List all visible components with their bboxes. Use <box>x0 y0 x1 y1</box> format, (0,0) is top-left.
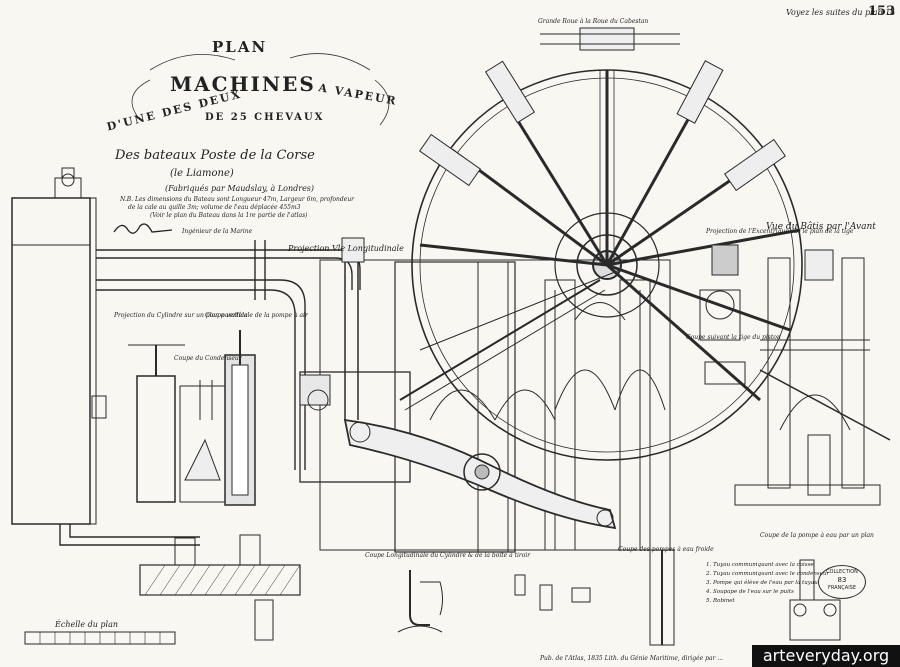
maker: (Fabriqués par Maudslay, à Londres) <box>165 184 315 193</box>
stamp-line: FRANÇAISE <box>827 585 857 591</box>
title-25-chevaux: DE 25 CHEVAUX <box>205 112 325 123</box>
legend-item: 2. Tuyau communiquant avec le condenseur <box>706 571 830 577</box>
imprint: Pub. de l'Atlas, 1835 Lith. du Génie Mar… <box>540 655 724 662</box>
stamp-line: 83 <box>837 576 847 584</box>
site-watermark: arteveryday.org <box>752 645 900 667</box>
subtitle: Des bateaux Poste de la Corse <box>115 148 315 163</box>
label-coupe-pompes-bas: Coupe des pompes à eau froide <box>618 546 714 553</box>
legend-item: 5. Robinet <box>706 598 735 604</box>
stamp-line: COLLECTION <box>826 569 858 575</box>
note-3: (Voir le plan du Bateau dans la 1re part… <box>150 212 308 219</box>
signature-mark <box>113 223 173 234</box>
legend-item: 3. Pompe qui élève de l'eau par la tuyau <box>706 580 818 586</box>
label-coupe-long: Coupe Longitudinale du Cylindre & de la … <box>365 552 531 559</box>
label-projection-excentrique: Projection de l'Excentrique sur le plan … <box>706 228 854 235</box>
label-projection-pompe: Projection du Cylindre sur un plan paral… <box>114 312 248 319</box>
collection-stamp: COLLECTION 83 FRANÇAISE <box>818 565 866 599</box>
bottom-left-hatched <box>24 534 301 645</box>
top-note: Voyez les suites du plan 14 <box>786 8 896 17</box>
engine-frame <box>299 259 671 553</box>
legend-item: 1. Tuyau communiquant avec la caisse <box>706 562 814 568</box>
label-coupe-piston: Coupe suivant la tige du piston <box>686 334 781 341</box>
paddle-wheel <box>411 27 803 461</box>
label-top-wheel: Grande Roue à la Roue du Cabestan <box>538 18 649 25</box>
ship-name: (le Liamone) <box>170 168 234 179</box>
signature-caption: Ingénieur de la Marine <box>182 228 253 235</box>
label-coupe-pompe: Coupe verticale de la pompe à air <box>205 312 308 319</box>
title-plan: PLAN <box>212 38 268 56</box>
label-coupe-condenseur: Coupe du Condenseur <box>174 355 242 362</box>
cylinder-section <box>397 570 591 633</box>
label-coupe-droite: Coupe de la pompe à eau par un plan <box>760 532 874 539</box>
side-lever <box>341 237 621 530</box>
legend: 1. Tuyau communiquant avec la caisse 2. … <box>706 561 830 606</box>
title-machines: MACHINES <box>170 72 316 96</box>
pump-sections <box>128 330 256 506</box>
bottom-right-pumps <box>649 549 841 646</box>
note-1: N.B. Les dimensions du Bateau sont Longu… <box>120 196 355 203</box>
title-flourish <box>131 53 390 126</box>
label-vue-batis: Vue du Bâtis par l'Avant <box>766 222 876 232</box>
front-elevation <box>699 244 891 506</box>
label-echelle: Échelle du plan <box>55 620 119 629</box>
boiler-box <box>11 167 107 525</box>
note-2: de la cale au quille 3m; volume de l'eau… <box>128 204 301 211</box>
legend-item: 4. Soupape de l'eau sur le puits <box>706 589 794 595</box>
label-projection: Projection Vle Longitudinale <box>288 244 404 253</box>
plate-number: 153 <box>868 4 896 19</box>
